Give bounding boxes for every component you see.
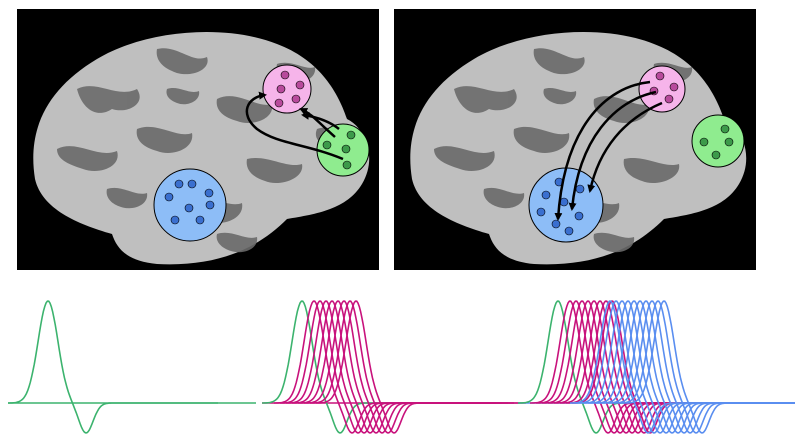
arrow-green-to-pink-3 <box>301 111 340 130</box>
waveform-row <box>0 270 795 438</box>
waveform-panel-green-only <box>8 300 256 434</box>
region-pink <box>262 64 312 114</box>
green-wave-trace <box>8 300 218 434</box>
arrow-green-to-pink-2 <box>299 107 336 138</box>
blue-wave-trace <box>624 300 795 434</box>
waveform-panel-green-plus-magenta <box>262 300 526 434</box>
region-green <box>691 114 745 168</box>
region-blue <box>153 168 227 242</box>
region-green <box>316 123 370 177</box>
region-pink <box>638 65 686 113</box>
brain-panel-left <box>17 9 379 270</box>
arrow-green-to-pink-1 <box>245 91 344 161</box>
arrow-pink-to-blue-3 <box>587 101 663 193</box>
arrow-pink-to-blue-2 <box>568 90 657 211</box>
magenta-wave-trace <box>316 300 526 434</box>
connection-arrows <box>554 80 663 221</box>
brain-panel-right <box>394 9 756 270</box>
region-blue <box>528 167 604 243</box>
arrow-pink-to-blue-1 <box>554 80 651 221</box>
waveform-panel-green-magenta-blue <box>518 300 795 434</box>
connection-arrows <box>245 91 344 161</box>
